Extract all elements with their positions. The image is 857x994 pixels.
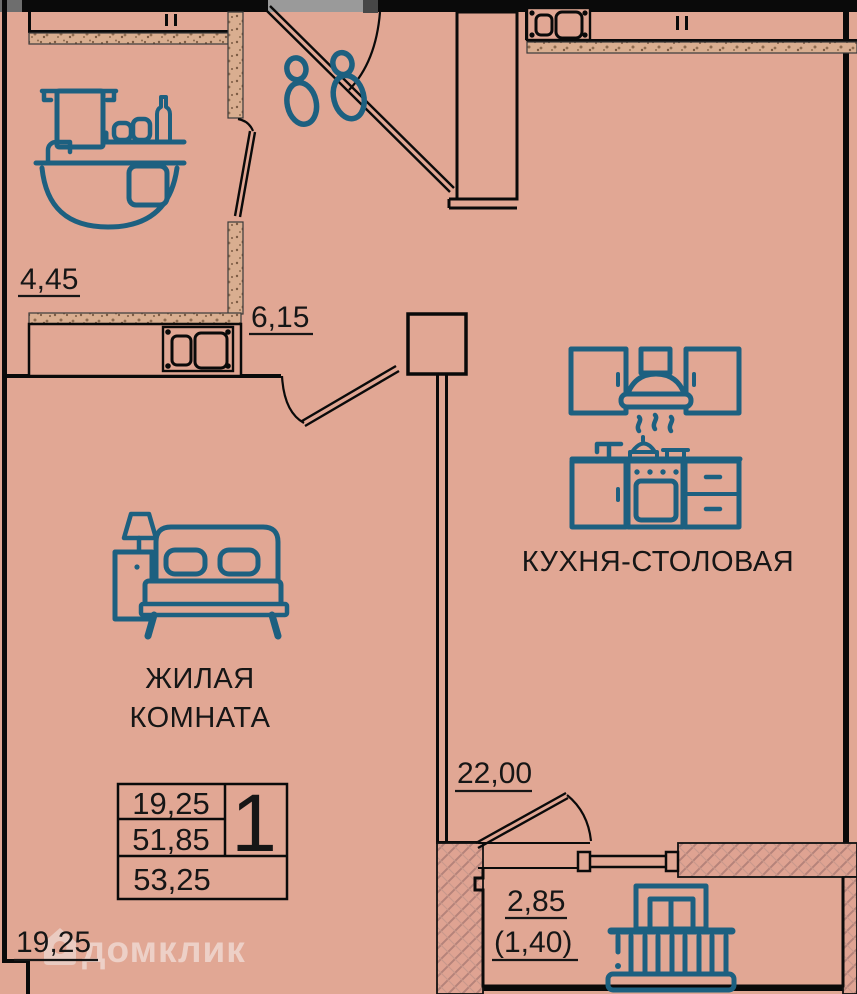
balcony-walls [436,842,857,994]
top-exterior-wall [0,0,857,12]
left-wall-step-v [26,959,30,994]
house-logo-icon [44,928,76,965]
balcony-area-factor-label: (1,40) [494,926,572,959]
table-total-area-value: 53,25 [133,862,211,897]
partition-wall-line [436,374,439,844]
bathroom-top-speckle [28,32,229,45]
column [406,312,468,376]
balcony-door-threshold [478,842,590,869]
balcony-hatch-top-right [677,842,857,878]
entrance-frame-block [363,0,378,13]
entrance-opening [268,0,363,12]
right-exterior-wall [843,12,849,845]
table-apartment-area-value: 51,85 [132,822,210,857]
bathroom-wall-speckle-upper [227,11,244,119]
summary-table [116,782,289,901]
balcony-window [576,850,680,873]
bathroom-door-swing [233,117,257,218]
partition-wall-line [445,374,448,844]
ventilation-block-kitchen [525,6,592,42]
living-room-name-line2: КОМНАТА [130,702,271,734]
bathroom-wall-speckle-lower [227,221,244,315]
wall-tick-icon [174,14,177,26]
bathroom-inner-wall-line [28,30,228,33]
kitchen-top-speckle [526,41,857,54]
hallway-area-label: 6,15 [251,301,309,334]
wall-tick-icon [685,16,688,30]
living-room-name-line1: ЖИЛАЯ [145,663,254,695]
watermark: домклик [44,928,246,970]
balcony-hatch-right [842,876,857,994]
slippers-icon [284,49,367,127]
ventilation-block-bathroom [161,325,235,373]
kitchen-icon [568,346,743,530]
bathroom-inner-wall-edge [28,12,31,33]
bathroom-area-label: 4,45 [20,263,78,296]
wall-tick-icon [676,16,679,30]
living-room-door-swing [280,364,400,428]
table-living-area-value: 19,25 [132,786,210,821]
balcony-interior-outline [473,868,845,988]
bathtub-icon [33,88,187,230]
bathroom-bottom-speckle [28,312,242,325]
balcony-railing-icon [605,883,737,993]
kitchen-area-label: 22,00 [457,757,532,790]
bed-icon [112,511,290,640]
living-room-area-label: 19,25 [16,926,91,959]
duct-shaft [447,10,519,210]
wall-tick-icon [165,14,168,26]
labels: 4,45 6,15 ЖИЛАЯ КОМНАТА 19,25 КУХНЯ-СТОЛ… [14,263,794,962]
table-rooms-count: 1 [231,778,277,869]
kitchen-name-label: КУХНЯ-СТОЛОВАЯ [522,546,794,578]
kitchen-inner-wall-line [527,39,857,42]
balcony-area-label: 2,85 [507,885,565,918]
balcony-door-swing [475,791,593,850]
left-exterior-wall [2,0,7,963]
watermark-text: домклик [82,929,246,970]
balcony-hatch-left [436,842,484,994]
